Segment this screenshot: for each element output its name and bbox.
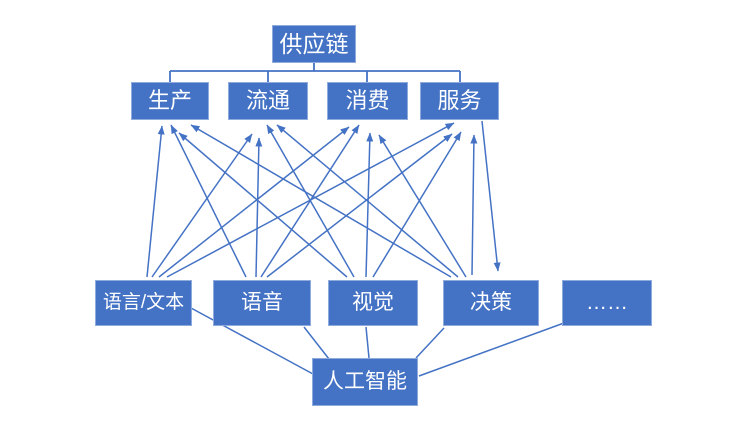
node-label-ellipsis: …… (586, 290, 628, 314)
line-ai-to-speech (303, 326, 330, 360)
node-label-circulation: 流通 (245, 88, 290, 114)
node-circulation: 流通 (228, 82, 308, 120)
arrow-speech-to-circulation (255, 137, 263, 278)
arrow-speech-to-service (266, 133, 453, 278)
line-ai-to-language-text (190, 307, 314, 375)
line-ai-to-decision (415, 327, 445, 359)
arrow-speech-to-production (170, 124, 247, 278)
arrow-decision-to-circulation (276, 124, 459, 278)
arrow-language-text-to-circulation (151, 133, 253, 278)
line-ai-to-vision (365, 326, 370, 359)
node-supply-chain: 供应链 (272, 25, 356, 63)
line-ai-to-ellipsis (418, 322, 565, 377)
arrow-language-text-to-consumption (158, 126, 350, 278)
arrow-vision-to-service (372, 131, 462, 278)
tree-connector-group (169, 63, 461, 82)
arrow-group (146, 120, 501, 278)
arrow-service-to-decision (481, 120, 501, 272)
node-label-ai: 人工智能 (323, 369, 407, 393)
arrow-vision-to-circulation (266, 124, 355, 278)
arrow-decision-to-service (470, 134, 478, 276)
node-label-speech: 语音 (241, 290, 283, 314)
arrow-language-text-to-production (146, 125, 165, 278)
node-label-decision: 决策 (470, 290, 512, 314)
node-ai: 人工智能 (312, 358, 418, 406)
arrow-decision-to-consumption (378, 134, 467, 278)
node-consumption: 消费 (327, 82, 408, 120)
node-label-language-text: 语言/文本 (102, 292, 185, 314)
node-vision: 视觉 (328, 280, 418, 326)
node-label-service: 服务 (437, 88, 482, 114)
node-label-consumption: 消费 (345, 88, 390, 114)
arrow-vision-to-production (178, 132, 348, 278)
node-ellipsis: …… (562, 280, 652, 326)
node-service: 服务 (420, 82, 499, 120)
node-label-vision: 视觉 (352, 290, 394, 314)
node-language-text: 语言/文本 (95, 280, 192, 326)
node-speech: 语音 (213, 280, 311, 326)
node-production: 生产 (131, 82, 209, 120)
node-decision: 决策 (443, 280, 539, 326)
ai-link-group (190, 307, 565, 377)
arrow-decision-to-production (190, 124, 452, 278)
arrow-vision-to-consumption (365, 132, 374, 278)
node-label-production: 生产 (147, 88, 192, 114)
node-label-supply-chain: 供应链 (279, 30, 349, 57)
